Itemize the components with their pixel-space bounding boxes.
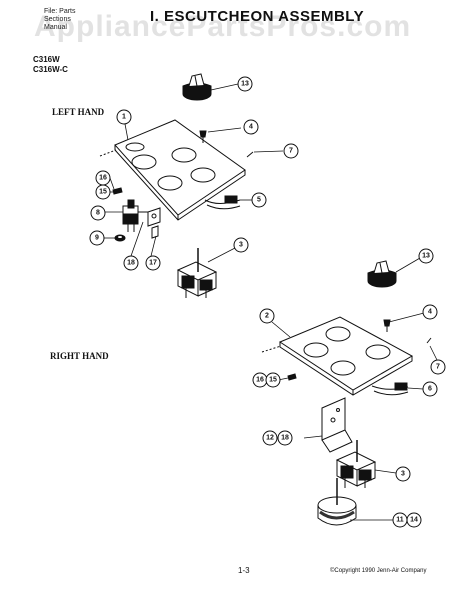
- callout-9: 9: [95, 235, 99, 242]
- callout-circle-4b: [422, 304, 438, 320]
- watermark: AppliancePartsPros.com: [34, 10, 412, 43]
- callout-1: 1: [122, 114, 126, 121]
- callout-circle-5: [251, 192, 267, 208]
- callout-4a: 4: [249, 124, 253, 131]
- file-line-1: File: Parts: [44, 8, 76, 15]
- callout-12: 12: [266, 435, 274, 442]
- callout-5: 5: [257, 197, 261, 204]
- callout-circle-18b: [277, 430, 293, 446]
- knob-top-left: [182, 73, 212, 101]
- callout-18a: 18: [127, 260, 135, 267]
- infinite-switch-left: [176, 248, 218, 298]
- callout-circle-1: [116, 109, 132, 125]
- callout-circle-9: [89, 230, 105, 246]
- bracket-12-18: [321, 397, 353, 453]
- section-right-hand: RIGHT HAND: [50, 351, 109, 361]
- callout-7b: 7: [436, 364, 440, 371]
- callout-circle-7a: [283, 143, 299, 159]
- callout-circle-13a: [237, 76, 253, 92]
- wire-connector-left: [224, 195, 238, 204]
- timer-11-14: [317, 478, 357, 526]
- file-line-3: Manual: [44, 24, 67, 31]
- screws-16-15-right: [287, 373, 297, 381]
- callout-circle-13b: [418, 248, 434, 264]
- screw-right: [383, 319, 391, 332]
- callout-circle-3b: [395, 466, 411, 482]
- infinite-switch-right: [335, 440, 377, 488]
- callout-17: 17: [149, 260, 157, 267]
- callout-3a: 3: [239, 242, 243, 249]
- callout-16a: 16: [99, 175, 107, 182]
- callout-circle-2: [259, 308, 275, 324]
- callout-circle-3a: [233, 237, 249, 253]
- callout-7a: 7: [289, 148, 293, 155]
- copyright-notice: ©Copyright 1990 Jenn-Air Company: [330, 568, 427, 574]
- callout-13a: 13: [241, 81, 249, 88]
- switch-8: [122, 199, 150, 232]
- callout-circle-7b: [430, 359, 446, 375]
- callout-circle-17: [145, 255, 161, 271]
- file-line-2: Sections: [44, 16, 71, 23]
- callout-4b: 4: [428, 309, 432, 316]
- callout-circle-15a: [95, 184, 111, 200]
- callout-16b: 16: [256, 377, 264, 384]
- nut-9: [114, 234, 126, 242]
- callout-circle-6: [422, 381, 438, 397]
- callout-15a: 15: [99, 189, 107, 196]
- callout-18b: 18: [281, 435, 289, 442]
- page-title: I. ESCUTCHEON ASSEMBLY: [150, 8, 365, 25]
- pin-right: [426, 337, 432, 344]
- pin-left: [246, 151, 254, 158]
- section-left-hand: LEFT HAND: [52, 107, 105, 117]
- callout-6: 6: [428, 386, 432, 393]
- page-number: 1-3: [238, 566, 250, 575]
- callout-13b: 13: [422, 253, 430, 260]
- callout-circle-12: [262, 430, 278, 446]
- escutcheon-panel-left: [99, 119, 246, 221]
- model-1: C316W: [33, 55, 60, 64]
- knob-top-right: [367, 260, 397, 288]
- callout-3b: 3: [401, 471, 405, 478]
- wire-connector-right: [394, 382, 408, 391]
- callout-circle-4a: [243, 119, 259, 135]
- screw-left: [199, 130, 207, 143]
- callout-circle-18a: [123, 255, 139, 271]
- model-2: C316W-C: [33, 65, 68, 74]
- callout-circle-14: [406, 512, 422, 528]
- callout-8: 8: [96, 210, 100, 217]
- screws-16-15-left: [112, 187, 123, 195]
- callout-11: 11: [396, 517, 404, 524]
- callout-15b: 15: [269, 377, 277, 384]
- escutcheon-panel-right: [261, 316, 414, 396]
- callout-circle-8: [90, 205, 106, 221]
- callout-circle-15b: [265, 372, 281, 388]
- callout-2: 2: [265, 313, 269, 320]
- callout-14: 14: [410, 517, 418, 524]
- bracket-18-17: [147, 207, 161, 239]
